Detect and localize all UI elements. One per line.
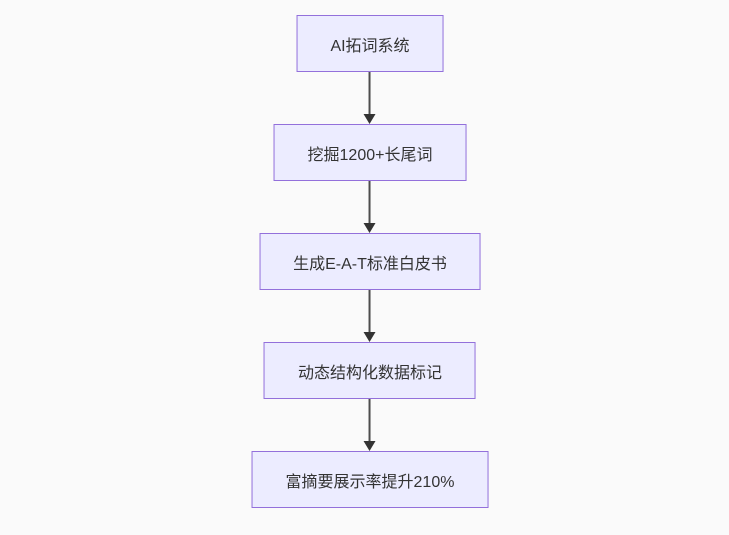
flow-arrow [363, 181, 377, 233]
flow-node-label: AI拓词系统 [330, 37, 410, 55]
arrowhead-down-icon [364, 114, 376, 124]
flow-node-label: 生成E-A-T标准白皮书 [293, 255, 447, 273]
flow-node-eat-whitepaper: 生成E-A-T标准白皮书 [259, 233, 481, 290]
flow-node-label: 动态结构化数据标记 [297, 364, 442, 382]
arrow-line [369, 181, 371, 223]
flow-node-structured-data: 动态结构化数据标记 [263, 342, 476, 399]
flow-arrow [363, 72, 377, 124]
arrowhead-down-icon [364, 441, 376, 451]
arrow-line [369, 290, 371, 332]
flow-node-rich-snippet-rate: 富摘要展示率提升210% [251, 451, 489, 508]
flow-node-ai-system: AI拓词系统 [296, 15, 444, 72]
arrowhead-down-icon [364, 223, 376, 233]
flow-node-label: 挖掘1200+长尾词 [307, 146, 433, 164]
arrowhead-down-icon [364, 332, 376, 342]
flow-arrow [363, 290, 377, 342]
arrow-line [369, 72, 371, 114]
flow-node-label: 富摘要展示率提升210% [285, 473, 455, 491]
arrow-line [369, 399, 371, 441]
flowchart-canvas: AI拓词系统 挖掘1200+长尾词 生成E-A-T标准白皮书 动态结构化数据标记… [251, 15, 489, 508]
flow-arrow [363, 399, 377, 451]
flow-node-longtail-keywords: 挖掘1200+长尾词 [273, 124, 467, 181]
